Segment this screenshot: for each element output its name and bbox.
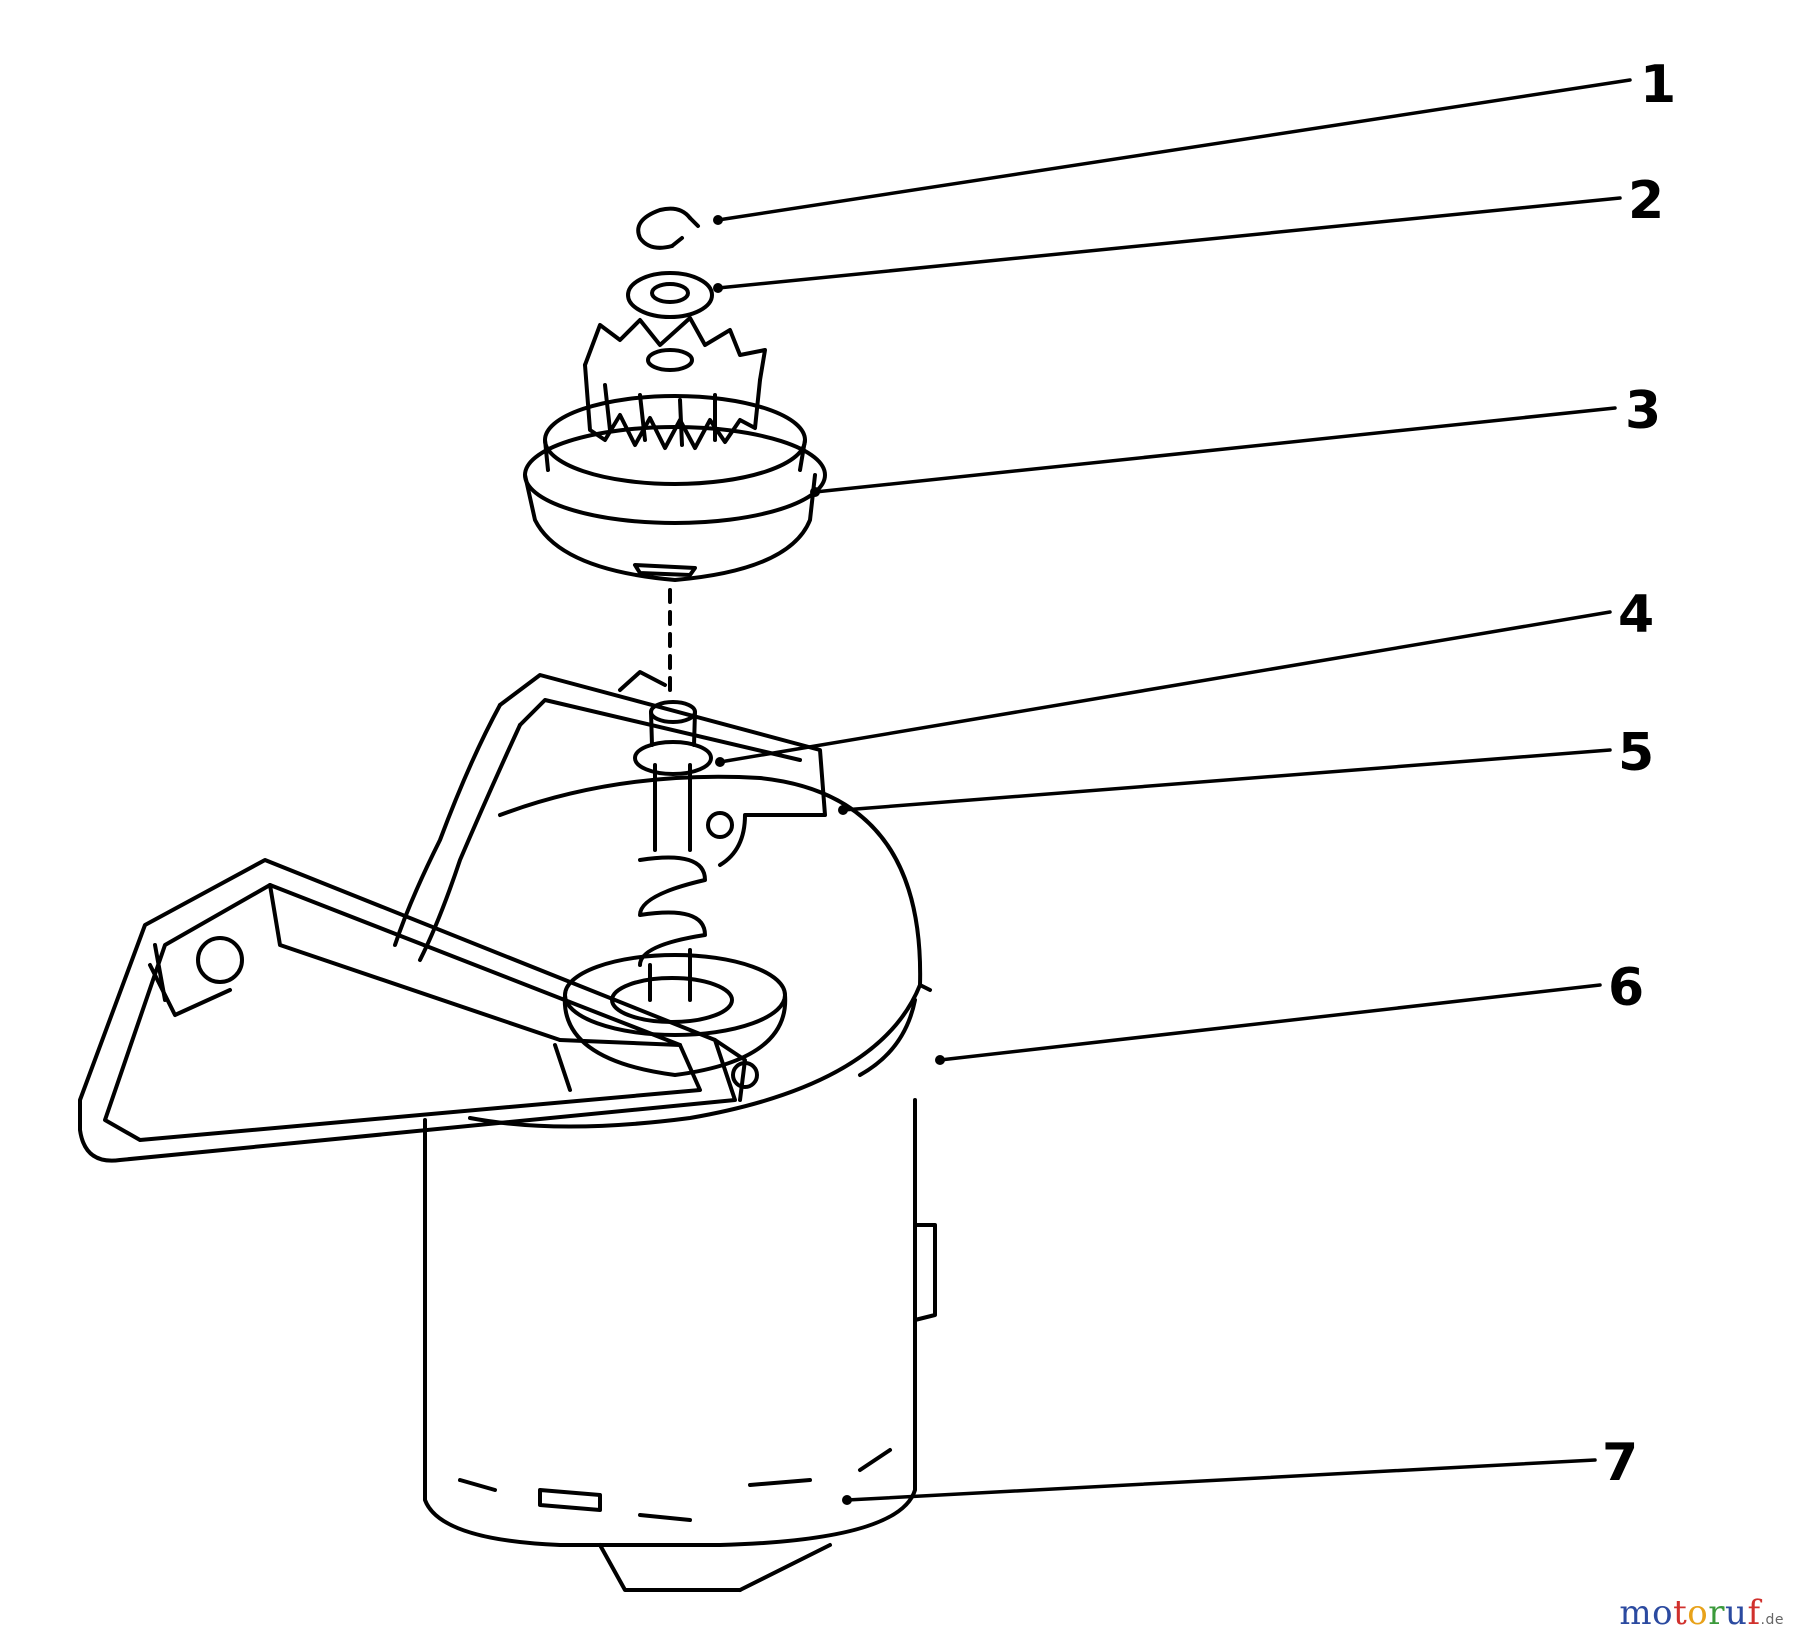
watermark-letter: t [1673, 1593, 1688, 1633]
pinion-gear [523, 316, 827, 582]
shaft-spring [562, 588, 788, 1077]
watermark-logo: motoruf.de [1619, 1593, 1784, 1633]
retaining-ring [636, 206, 700, 250]
watermark-suffix: .de [1760, 1612, 1784, 1628]
watermark-letter: o [1687, 1593, 1709, 1633]
leader-dots [713, 215, 945, 1505]
washer [626, 271, 714, 319]
callout-3: 3 [1625, 381, 1661, 441]
watermark-letters: motoruf [1619, 1593, 1760, 1633]
callout-2: 2 [1628, 171, 1664, 231]
callout-1: 1 [1640, 55, 1676, 115]
watermark-letter: m [1619, 1593, 1653, 1633]
watermark-letter: u [1725, 1593, 1748, 1633]
watermark-letter: o [1652, 1593, 1674, 1633]
motor-housing [423, 774, 937, 1592]
watermark-letter: f [1747, 1593, 1761, 1633]
mounting-bracket [78, 670, 827, 1163]
callout-5: 5 [1618, 723, 1654, 783]
callout-7: 7 [1602, 1433, 1638, 1493]
leader-lines [716, 78, 1632, 1502]
callout-6: 6 [1608, 958, 1644, 1018]
watermark-letter: r [1708, 1593, 1726, 1633]
callout-4: 4 [1618, 585, 1654, 645]
